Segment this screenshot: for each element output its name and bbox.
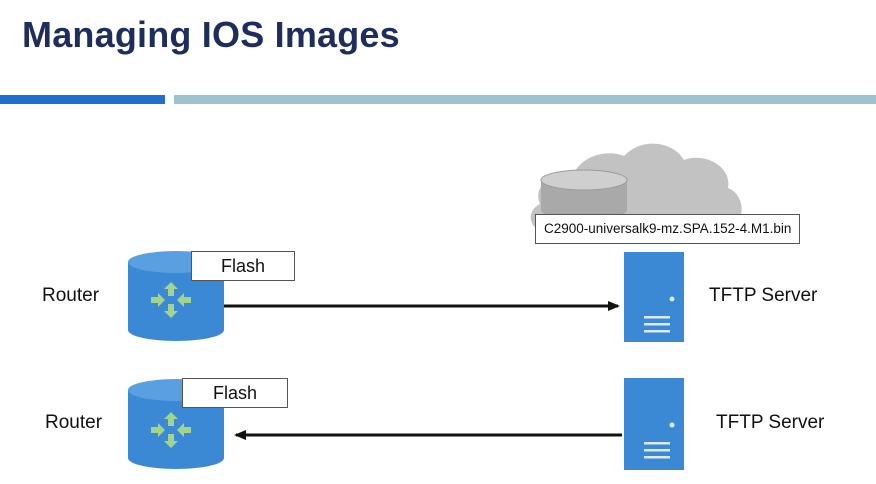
tftp-server-label: TFTP Server bbox=[709, 285, 818, 306]
page-title: Managing IOS Images bbox=[22, 14, 400, 55]
title-underline bbox=[174, 95, 876, 104]
server-icon bbox=[624, 378, 684, 470]
database-icon bbox=[540, 169, 628, 220]
server-icon bbox=[624, 252, 684, 342]
router-label: Router bbox=[42, 285, 100, 306]
ios-image-filename: C2900-universalk9-mz.SPA.152-4.M1.bin bbox=[535, 214, 801, 244]
flash-memory-label: Flash bbox=[182, 378, 288, 408]
title-underline-accent bbox=[0, 95, 165, 104]
router-label: Router bbox=[45, 412, 103, 433]
flash-memory-label: Flash bbox=[191, 251, 295, 281]
tftp-server-label: TFTP Server bbox=[716, 412, 825, 433]
